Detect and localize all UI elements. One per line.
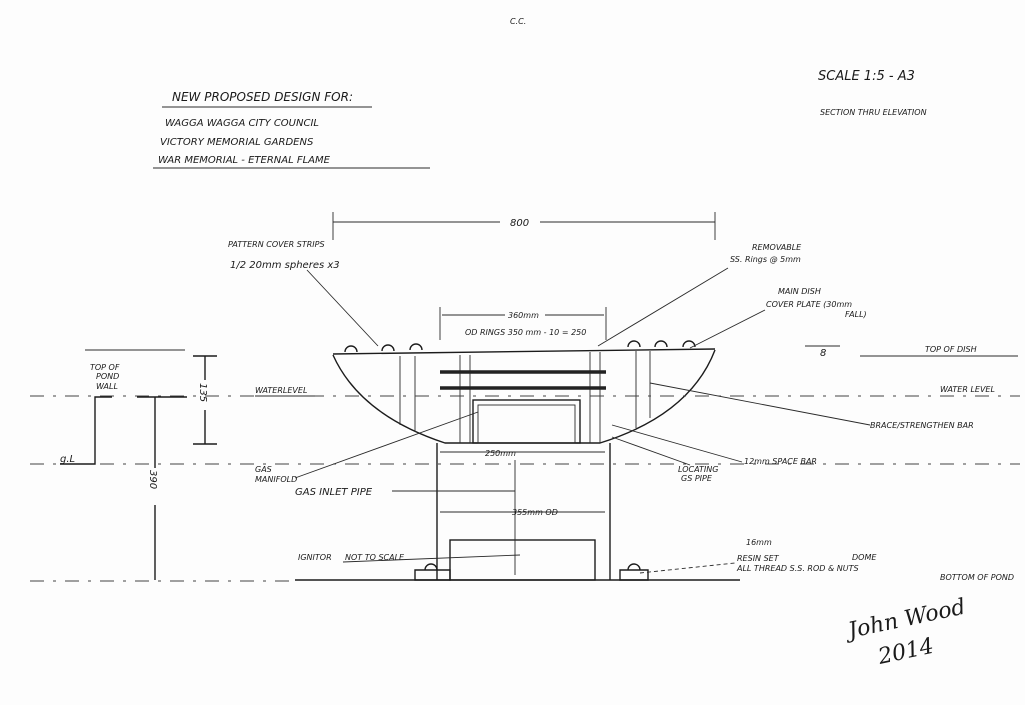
- water-level-label: WATER LEVEL: [940, 385, 995, 394]
- bottom-of-pond-label: BOTTOM OF POND: [940, 573, 1014, 582]
- gas-inlet-label: GAS INLET PIPE: [295, 487, 373, 498]
- dish-internal-supports: [399, 351, 651, 443]
- main-dish-label-1: MAIN DISH: [778, 287, 821, 296]
- main-dish-label-2: COVER PLATE (30mm: [766, 300, 852, 309]
- brace-label: BRACE/STRENGTHEN BAR: [870, 421, 974, 430]
- dim-390-label: 390: [147, 470, 158, 489]
- ignitor-box: [449, 539, 596, 581]
- title-line-project: WAR MEMORIAL - ETERNAL FLAME: [158, 155, 331, 166]
- title-line-site: VICTORY MEMORIAL GARDENS: [160, 137, 314, 148]
- gas-manifold-label-2: MANIFOLD: [255, 475, 297, 484]
- ignitor-leader: [342, 554, 521, 563]
- dome-nuts: [424, 563, 641, 571]
- gas-manifold-label-1: GAS: [255, 465, 272, 474]
- pond-wall-label-1: TOP OF: [90, 363, 120, 372]
- dish-top-plate: [332, 348, 716, 355]
- dim-390-line: [137, 396, 187, 580]
- waterlevel-left-label: WATERLEVEL: [255, 386, 307, 395]
- dim-360-bracket: [439, 307, 607, 340]
- gas-manifold-leader: [294, 411, 479, 479]
- rod-label-2: RESIN SET: [737, 554, 780, 563]
- removable-leader: [597, 267, 729, 347]
- signature-year: 2014: [875, 634, 936, 670]
- rod-leader: [639, 562, 736, 574]
- dim-135-line: [193, 355, 217, 445]
- removable-label-1: REMOVABLE: [752, 243, 802, 252]
- spheres-leader: [306, 269, 379, 347]
- locating-leader: [611, 436, 691, 466]
- od-rings-note: OD RINGS 350 mm - 10 = 250: [465, 328, 586, 337]
- title-line-client: WAGGA WAGGA CITY COUNCIL: [165, 118, 319, 129]
- ground-level-label: g.L: [60, 454, 75, 465]
- fall-marker: 8: [820, 348, 826, 359]
- pond-wall-label-2: POND: [96, 372, 119, 381]
- title-heading: NEW PROPOSED DESIGN FOR:: [172, 90, 353, 104]
- brace-leader: [649, 382, 871, 426]
- not-to-scale-label: NOT TO SCALE: [345, 553, 405, 562]
- top-of-dish-label: TOP OF DISH: [925, 345, 977, 354]
- main-dish-leader: [689, 309, 766, 349]
- pond-wall-label-3: WALL: [96, 382, 118, 391]
- locating-label-1: LOCATING: [678, 465, 718, 474]
- pedestal-od-label: 355mm OD: [512, 508, 558, 517]
- space-bar-leader: [611, 424, 743, 463]
- dim-800-label: 800: [510, 218, 529, 229]
- corner-mark: C.C.: [510, 17, 526, 26]
- pond-wall: [60, 396, 112, 465]
- dome-label: DOME: [852, 553, 877, 562]
- rod-label-1: 16mm: [746, 538, 772, 547]
- removable-label-2: SS. Rings @ 5mm: [730, 255, 801, 264]
- ignitor-label: IGNITOR: [298, 553, 332, 562]
- view-label: SECTION THRU ELEVATION: [820, 108, 927, 117]
- base-pads: [414, 569, 649, 581]
- pedestal-dimension-lines: [440, 451, 605, 513]
- main-dish-label-3: FALL): [845, 310, 867, 319]
- signature-name: John Wood: [842, 595, 968, 645]
- scale-label: SCALE 1:5 - A3: [818, 69, 915, 84]
- manifold-width-label: 250mm: [485, 449, 516, 458]
- dim-135-label: 135: [197, 383, 208, 402]
- locating-label-2: GS PIPE: [681, 474, 713, 483]
- cover-strip-spheres: [344, 340, 696, 353]
- space-bar-label: 12mm SPACE BAR: [744, 457, 817, 466]
- pattern-strips-label: PATTERN COVER STRIPS: [228, 240, 325, 249]
- gas-manifold-inner: [477, 404, 576, 444]
- pedestal-walls: [436, 443, 611, 580]
- spheres-label: 1/2 20mm spheres x3: [230, 260, 340, 271]
- rod-label-3: ALL THREAD S.S. ROD & NUTS: [736, 564, 859, 573]
- gas-manifold-box: [472, 399, 581, 444]
- dim-360-label: 360mm: [508, 311, 539, 320]
